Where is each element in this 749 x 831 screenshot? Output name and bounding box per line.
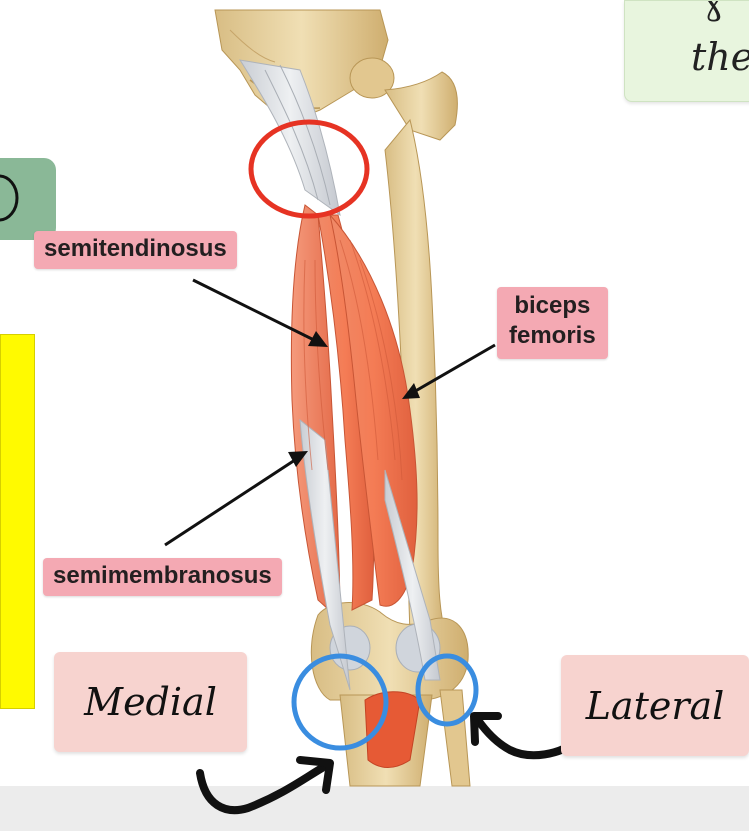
medial-curved-arrow-icon <box>200 760 330 810</box>
lateral-note-text: Lateral <box>586 684 725 728</box>
lateral-note-card: Lateral <box>561 655 749 756</box>
semitendinosus-label: semitendinosus <box>34 231 237 269</box>
medial-note-card: Medial <box>54 652 247 752</box>
medial-note-text: Medial <box>84 680 217 724</box>
biceps-femoris-label: biceps femoris <box>497 287 608 359</box>
semimembranosus-arrow-icon <box>165 451 308 545</box>
semimembranosus-label: semimembranosus <box>43 558 282 596</box>
biceps-femoris-label-line-1: biceps <box>509 291 596 321</box>
biceps-femoris-label-line-2: femoris <box>509 321 596 351</box>
